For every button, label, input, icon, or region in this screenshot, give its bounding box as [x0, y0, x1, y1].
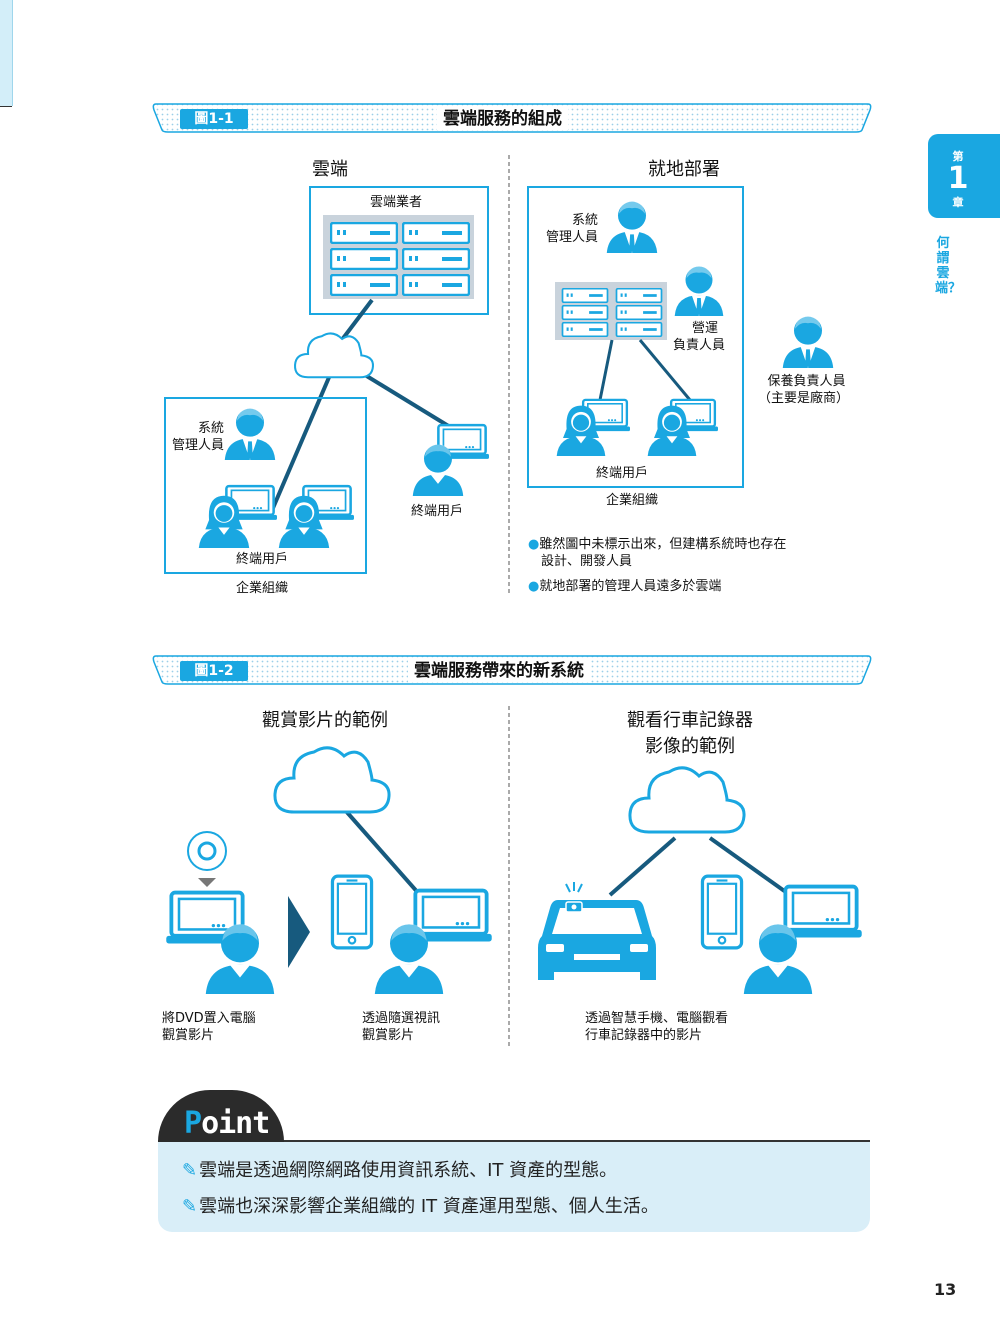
end-user-left-label: 終端用戶	[236, 552, 289, 567]
figure1-note-1: ●雖然圖中未標示出來，但建構系統時也存在 設計、開發人員	[528, 536, 848, 570]
point-title: Point	[184, 1106, 270, 1141]
pencil-icon: ✎	[182, 1160, 198, 1181]
org-right-label: 企業組織	[606, 493, 659, 508]
page-corner-line	[0, 106, 12, 107]
point-title-p: P	[184, 1106, 202, 1141]
dashcam-heading-line2: 影像的範例	[645, 736, 735, 757]
point-item-1-text: 雲端是透過網際網路使用資訊系統、IT 資產的型態。	[199, 1160, 618, 1181]
caption-vod: 透過隨選視訊 觀賞影片	[362, 1010, 440, 1044]
sysadmin-right-label: 系統 管理人員	[546, 212, 598, 246]
caption-dvd-line1: 將DVD置入電腦	[162, 1011, 256, 1026]
video-heading: 觀賞影片的範例	[262, 710, 388, 731]
maint-line2: （主要是廠商）	[758, 391, 850, 406]
caption-dvd-line2: 觀賞影片	[162, 1028, 215, 1043]
figure2-title: 雲端服務帶來的新系統	[408, 660, 590, 682]
point-item-2: ✎雲端也深深影響企業組織的 IT 資產運用型態、個人生活。	[182, 1192, 659, 1218]
pencil-icon: ✎	[182, 1196, 198, 1217]
cloud-heading: 雲端	[312, 159, 348, 180]
ops-line1: 營運	[692, 321, 719, 336]
dashcam-heading: 觀看行車記錄器 影像的範例	[620, 706, 760, 758]
cloud-provider-label: 雲端業者	[370, 195, 423, 210]
figure1-note-2: ●就地部署的管理人員遠多於雲端	[528, 578, 848, 595]
end-user-right-label: 終端用戶	[596, 466, 649, 481]
page-corner-tab	[0, 0, 13, 106]
ops-line2: 負責人員	[673, 338, 726, 353]
maint-line1: 保養負責人員	[767, 374, 846, 389]
person-icon	[374, 924, 444, 994]
dashcam-heading-line1: 觀看行車記錄器	[627, 710, 753, 731]
caption-vod-line1: 透過隨選視訊	[362, 1011, 441, 1026]
cloud-icon	[628, 766, 746, 834]
point-badge: Point	[158, 1090, 284, 1142]
dvd-disc-icon	[187, 831, 227, 871]
chapter-number: 1	[947, 161, 969, 196]
bullet-dot-icon: ●	[528, 579, 540, 594]
person-icon	[205, 924, 275, 994]
sysadmin-left-label: 系統 管理人員	[172, 420, 225, 454]
sysadmin-right-line1: 系統	[572, 213, 599, 228]
ops-label: 營運 負責人員	[673, 320, 725, 354]
sysadmin-left-line1: 系統	[198, 421, 225, 436]
smartphone-icon	[330, 874, 374, 950]
sysadmin-right-line2: 管理人員	[546, 230, 599, 245]
caption-dvd: 將DVD置入電腦 觀賞影片	[162, 1010, 256, 1044]
point-divider	[158, 1140, 870, 1142]
point-box	[158, 1142, 870, 1232]
person-icon	[743, 924, 813, 994]
caption-dashcam-line1: 透過智慧手機、電腦觀看	[585, 1011, 729, 1026]
end-user-remote-label: 終端用戶	[411, 504, 464, 519]
note2-line1: 就地部署的管理人員遠多於雲端	[539, 579, 722, 594]
sysadmin-left-line2: 管理人員	[172, 438, 225, 453]
onprem-heading: 就地部署	[648, 159, 720, 180]
figure1-label: 圖1-1	[180, 109, 248, 129]
chapter-suffix: 章	[952, 196, 964, 209]
page-number: 13	[934, 1280, 957, 1299]
point-section: Point ✎雲端是透過網際網路使用資訊系統、IT 資產的型態。 ✎雲端也深深影…	[158, 1090, 870, 1232]
chapter-tab: 第 1 章	[928, 134, 1000, 218]
cloud-icon	[273, 746, 391, 814]
caption-dashcam-line2: 行車記錄器中的影片	[585, 1028, 703, 1043]
figure2-label: 圖1-2	[180, 661, 248, 681]
point-title-rest: oint	[201, 1106, 270, 1141]
maintenance-label: 保養負責人員 （主要是廠商）	[758, 373, 849, 407]
figure1-title: 雲端服務的組成	[437, 108, 568, 130]
caption-dashcam: 透過智慧手機、電腦觀看 行車記錄器中的影片	[585, 1010, 728, 1044]
org-left-label: 企業組織	[236, 581, 289, 596]
car-dashcam-icon	[538, 882, 656, 980]
point-item-2-text: 雲端也深深影響企業組織的 IT 資產運用型態、個人生活。	[199, 1196, 659, 1217]
chapter-prefix: 第	[952, 150, 964, 163]
note1-line2: 設計、開發人員	[541, 554, 633, 569]
note1-line1: 雖然圖中未標示出來，但建構系統時也存在	[539, 537, 787, 552]
caption-vod-line2: 觀賞影片	[362, 1028, 415, 1043]
point-item-1: ✎雲端是透過網際網路使用資訊系統、IT 資產的型態。	[182, 1156, 617, 1182]
bullet-dot-icon: ●	[528, 537, 540, 552]
